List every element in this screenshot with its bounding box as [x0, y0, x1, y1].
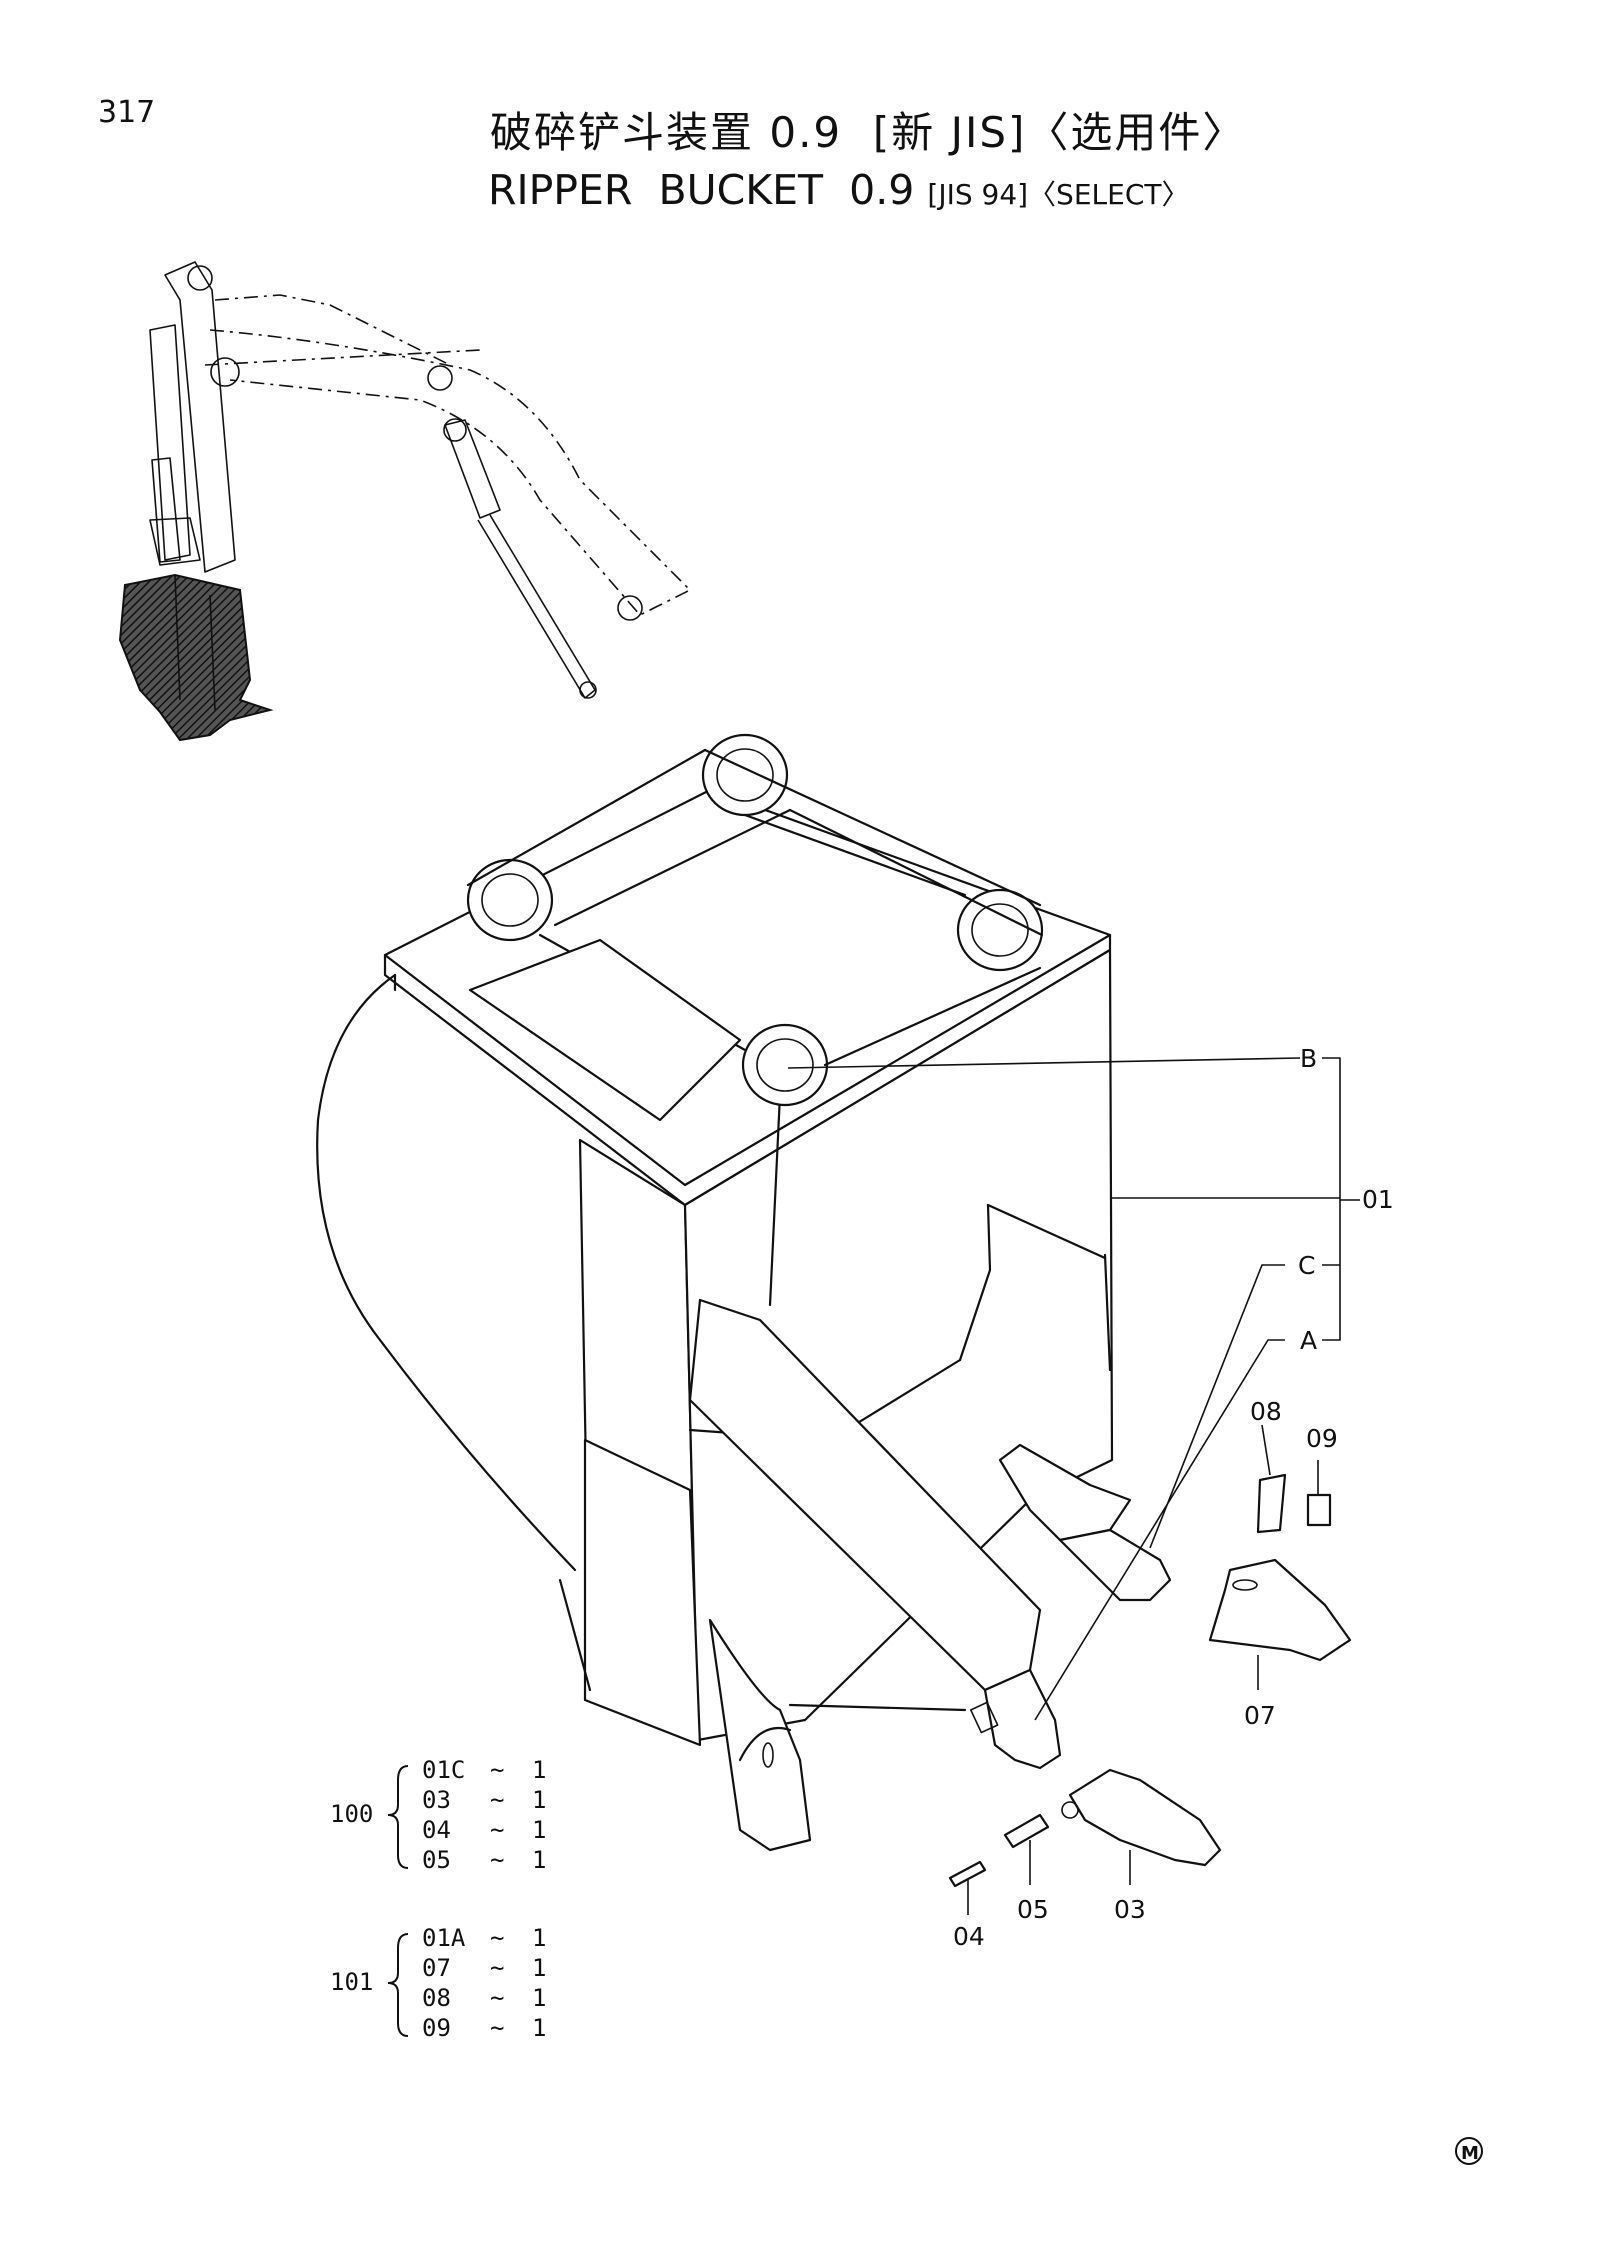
kit-100-label: 100	[330, 1800, 373, 1828]
callout-03: 03	[1114, 1895, 1146, 1924]
kit-101-qty: 1	[532, 1924, 546, 1952]
page-number: 317	[98, 95, 156, 130]
title-chinese: 破碎铲斗装置 0.9 [新 JIS]〈选用件〉	[490, 108, 1247, 157]
kit-100-qty: 1	[532, 1816, 546, 1844]
title-english-standard: [JIS 94]〈SELECT〉	[927, 178, 1190, 211]
circled-m-mark: M	[1455, 2137, 1483, 2165]
callout-A: A	[1300, 1326, 1317, 1355]
callout-01: 01	[1362, 1185, 1394, 1214]
pin-05	[1003, 1813, 1050, 1849]
callout-labels: B 01 C A 08 09 07 03 05 04	[953, 1044, 1394, 1951]
kit-100-part: 05	[422, 1846, 451, 1874]
kit-101-part: 07	[422, 1954, 451, 1982]
callout-04: 04	[953, 1922, 985, 1951]
kit-101-part: 08	[422, 1984, 451, 2012]
ripper-bucket-drawing	[316, 733, 1172, 1852]
kit-100-part: 04	[422, 1816, 451, 1844]
tooth-03	[1068, 1768, 1222, 1867]
title-english-main: RIPPER BUCKET 0.9	[488, 166, 928, 214]
mark-letter: M	[1461, 2143, 1479, 2164]
kit-101-tilde: ~	[490, 1924, 504, 1952]
callout-05: 05	[1017, 1895, 1049, 1924]
kit-100-part: 03	[422, 1786, 451, 1814]
kit-100-tilde: ~	[490, 1846, 504, 1874]
kit-101-label: 101	[330, 1968, 373, 1996]
pin-bosses	[466, 733, 1044, 1122]
pin-04	[948, 1860, 987, 1888]
kit-100: 100 01C ~ 1 03 ~ 1 04 ~ 1 05 ~ 1	[330, 1756, 546, 1874]
kit-100-qty: 1	[532, 1786, 546, 1814]
callout-09: 09	[1306, 1424, 1338, 1453]
kit-101-qty: 1	[532, 1984, 546, 2012]
kit-100-tilde: ~	[490, 1756, 504, 1784]
kit-100-tilde: ~	[490, 1786, 504, 1814]
tooth-07	[1208, 1558, 1352, 1662]
kit-101-tilde: ~	[490, 1954, 504, 1982]
callout-B: B	[1300, 1044, 1317, 1073]
excavator-arm-illustration	[118, 261, 692, 742]
kit-101-part: 09	[422, 2014, 451, 2042]
kit-100-qty: 1	[532, 1756, 546, 1784]
callout-C: C	[1298, 1251, 1315, 1280]
title-english: RIPPER BUCKET 0.9 [JIS 94]〈SELECT〉	[488, 170, 1189, 211]
kit-100-part: 01C	[422, 1756, 465, 1784]
lock-08	[1256, 1473, 1287, 1534]
callout-leader-lines	[787, 1057, 1360, 1915]
kit-101-part: 01A	[422, 1924, 466, 1952]
pin-09	[1306, 1493, 1332, 1527]
kit-101-tilde: ~	[490, 2014, 504, 2042]
kit-101: 101 01A ~ 1 07 ~ 1 08 ~ 1 09 ~ 1	[330, 1924, 546, 2042]
kit-101-tilde: ~	[490, 1984, 504, 2012]
callout-07: 07	[1244, 1701, 1276, 1730]
callout-08: 08	[1250, 1397, 1282, 1426]
exploded-parts	[948, 1473, 1352, 1888]
kit-100-tilde: ~	[490, 1816, 504, 1844]
kit-101-qty: 1	[532, 2014, 546, 2042]
kit-101-qty: 1	[532, 1954, 546, 1982]
kit-100-qty: 1	[532, 1846, 546, 1874]
